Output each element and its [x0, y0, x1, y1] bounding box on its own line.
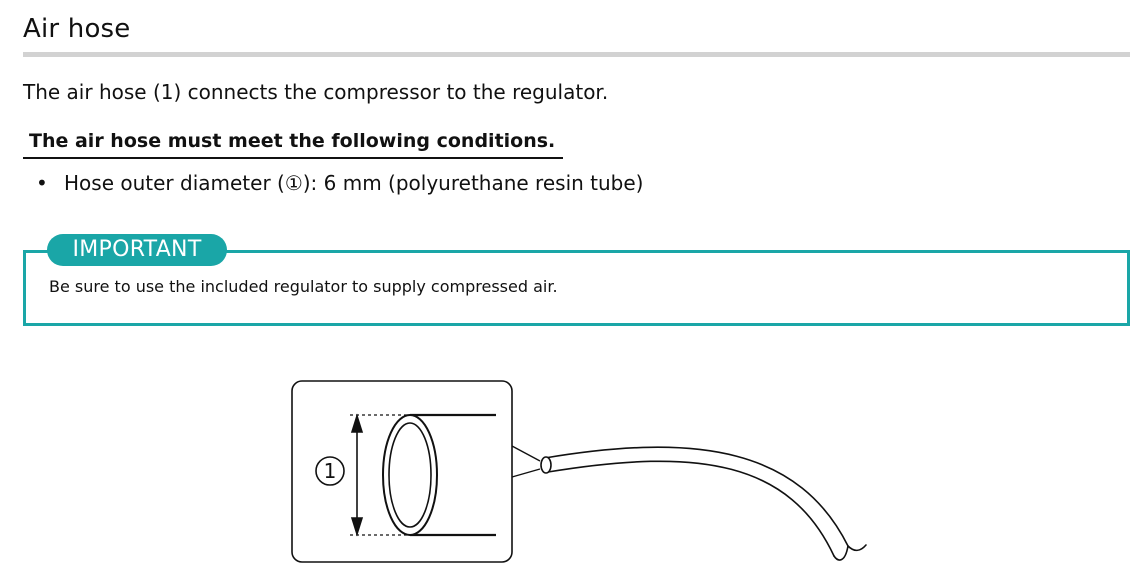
callout-leader [511, 445, 541, 478]
conditions-heading: The air hose must meet the following con… [23, 129, 563, 159]
important-label: IMPORTANT [47, 234, 227, 266]
title-divider [23, 52, 1130, 57]
intro-paragraph: The air hose (1) connects the compressor… [23, 80, 609, 104]
detail-frame [291, 380, 513, 563]
callout-number-circle [315, 456, 345, 486]
callout-number: 1 [324, 459, 337, 483]
hose-tube [544, 446, 867, 561]
hose-end-ellipse [540, 456, 552, 474]
bullet-icon: • [36, 171, 48, 195]
list-item-text: Hose outer diameter (①): 6 mm (polyureth… [64, 171, 644, 195]
section-title: Air hose [23, 14, 131, 44]
hose-section-lines [410, 413, 496, 537]
hose-section-outer [382, 414, 438, 536]
hose-section-inner [388, 422, 432, 528]
dimension-extension-lines [350, 414, 410, 536]
conditions-list: • Hose outer diameter (①): 6 mm (polyure… [32, 168, 643, 198]
dimension-arrow [350, 413, 364, 537]
list-item: • Hose outer diameter (①): 6 mm (polyure… [32, 168, 643, 198]
important-notice-text: Be sure to use the included regulator to… [49, 277, 558, 296]
important-notice-box [23, 250, 1130, 326]
